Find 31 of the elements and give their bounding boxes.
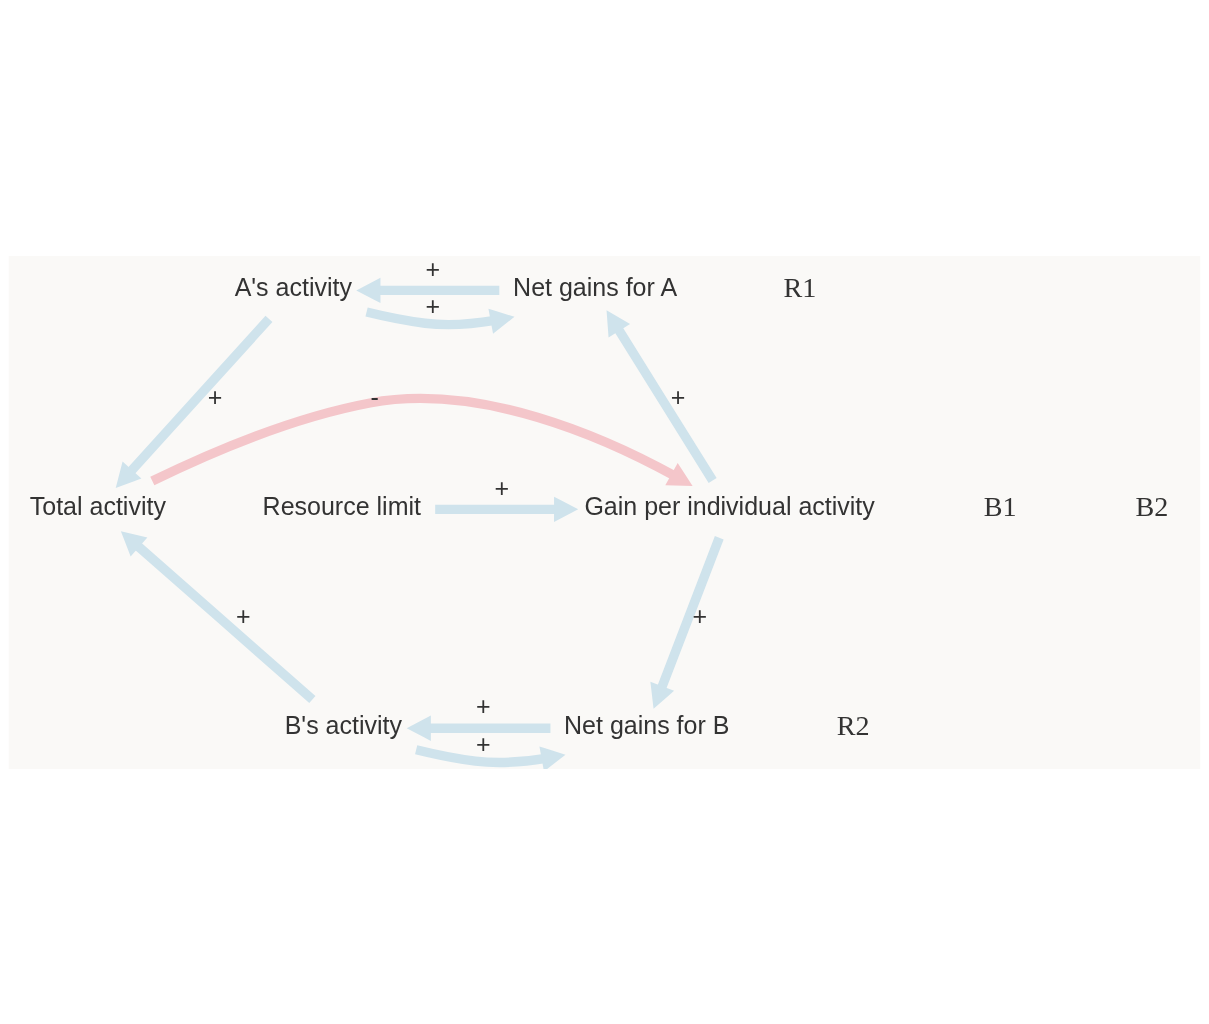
arrow xyxy=(150,393,693,486)
node-text: Total activity xyxy=(29,491,166,520)
edge-label: + xyxy=(494,473,509,501)
arrow xyxy=(120,530,316,703)
label: B2 xyxy=(1135,490,1169,522)
arrow xyxy=(650,535,724,709)
edge-label: + xyxy=(425,254,441,283)
node-text: B's activity xyxy=(284,710,403,739)
node-text: Net gains for A xyxy=(513,272,678,301)
edge-label: + xyxy=(476,691,491,720)
label: R2 xyxy=(836,709,870,741)
arrow xyxy=(365,306,515,334)
arrow xyxy=(406,715,551,741)
edge-label: + xyxy=(235,601,251,630)
node-text: A's activity xyxy=(234,272,352,301)
edge-label: - xyxy=(370,382,379,411)
edge-label: + xyxy=(476,729,491,758)
arrow xyxy=(415,744,566,769)
node-text: Resource limit xyxy=(262,491,421,520)
arrow xyxy=(435,496,579,522)
arrow xyxy=(356,277,500,303)
edge-label: + xyxy=(207,382,223,411)
edge-label: + xyxy=(425,291,441,320)
node-text: Gain per individual activity xyxy=(584,491,875,520)
label: B1 xyxy=(983,490,1017,522)
arrow xyxy=(606,309,717,483)
edge-label: + xyxy=(670,382,686,411)
node-text: Net gains for B xyxy=(564,710,730,739)
arrow xyxy=(115,315,273,488)
edge-label: + xyxy=(692,601,708,630)
label: R1 xyxy=(783,271,817,303)
